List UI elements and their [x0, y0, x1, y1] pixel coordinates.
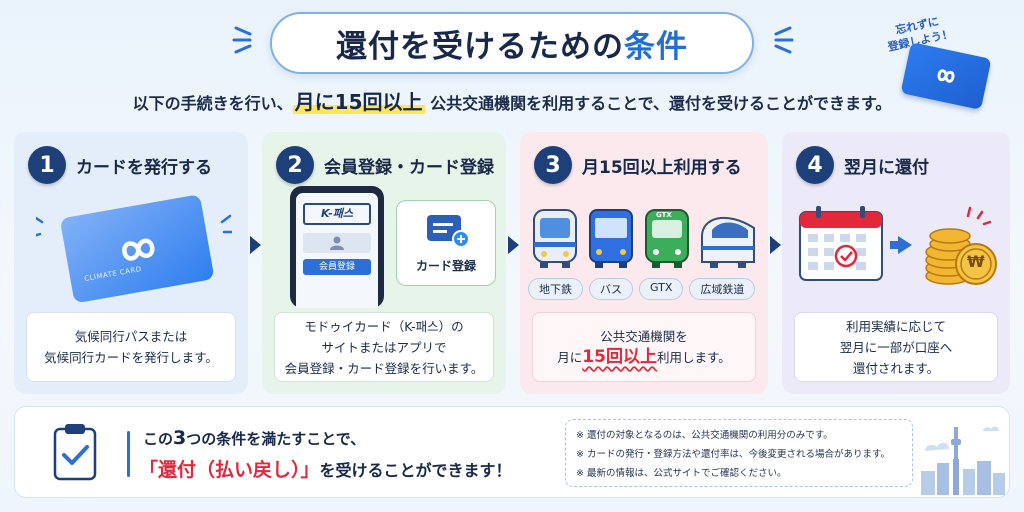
sparkle-icon	[232, 26, 252, 54]
express-train-icon	[701, 217, 755, 268]
chip-gtx: GTX	[639, 278, 684, 300]
card-register-box[interactable]: カード登録	[396, 200, 496, 286]
step-title: 翌月に還付	[844, 157, 929, 178]
infinity-icon	[937, 69, 955, 83]
summary-post: つの条件を満たすことで、	[186, 430, 366, 448]
calendar-icon	[799, 206, 883, 281]
vehicle-chips: 地下鉄 バス GTX 広域鉄道	[528, 278, 756, 300]
chip-bus: バス	[589, 278, 633, 300]
desc-line-2: 月に15回以上利用します。	[557, 347, 730, 368]
subtitle: 以下の手続きを行い、月に15回以上 公共交通機関を利用することで、還付を受けるこ…	[0, 86, 1024, 115]
sparkle-icon	[774, 26, 794, 54]
user-icon	[330, 236, 344, 250]
step-2-panel: 2 会員登録・カード登録 K-패스 会員登録 カード登録 モドゥイカード（K-패…	[262, 132, 506, 394]
summary-pre: この	[143, 430, 174, 448]
climate-card-icon	[36, 195, 232, 303]
step-number: 4	[796, 146, 834, 184]
step-header: 3 月15回以上利用する	[534, 146, 742, 184]
arrow-right-icon	[898, 236, 912, 254]
bus-icon	[589, 209, 633, 268]
step-header: 1 カードを発行する	[28, 146, 212, 184]
arrow-right-icon	[770, 236, 781, 254]
step-3-description: 公共交通機関を 月に15回以上利用します。	[532, 312, 756, 382]
desc-line: モドゥイカード（K-패스）の	[304, 318, 464, 334]
won-symbol: ₩	[967, 252, 985, 271]
desc-post: 利用します。	[656, 350, 731, 365]
mini-card-illustration	[900, 42, 992, 110]
step-number: 3	[534, 146, 572, 184]
summary-line2: 「還付（払い戻し）」を受けることができます！	[139, 455, 512, 482]
arrow-shaft	[890, 241, 900, 249]
profile-field	[303, 233, 371, 253]
title-accent: 条件	[624, 28, 688, 65]
notes-box: ※ 還付の対象となるのは、公共交通機関の利用分のみです。 ※ カードの発行・登録…	[565, 419, 913, 487]
summary-line2-post: を受けることができます！	[319, 461, 512, 480]
step-title: 月15回以上利用する	[582, 157, 742, 178]
note-item: ※ カードの発行・登録方法や還付率は、今後変更される場合があります。	[576, 449, 891, 460]
phone-illustration: K-패스 会員登録	[290, 186, 384, 308]
arrow-right-icon	[508, 236, 519, 254]
desc-line: 翌月に一部が口座へ	[839, 339, 953, 355]
note-item: ※ 最新の情報は、公式サイトでご確認ください。	[576, 468, 787, 479]
desc-line: 気候同行カードを発行します。	[44, 350, 218, 365]
desc-pre: 月に	[557, 350, 583, 365]
title-main: 還付を受けるための	[336, 28, 624, 65]
subtitle-highlight: 月に15回以上	[292, 90, 425, 114]
card-add-icon	[427, 215, 470, 248]
step-header: 4 翌月に還付	[796, 146, 929, 184]
step-number: 1	[28, 146, 66, 184]
seoul-skyline-icon	[921, 426, 1005, 495]
desc-line: 気候同行パスまたは	[74, 329, 188, 344]
step-1-panel: 1 カードを発行する CLIMATE CARD 気候同行パスまたは 気候同行カー…	[14, 132, 248, 394]
desc-line: 還付されます。	[852, 360, 940, 376]
step-number: 2	[276, 146, 314, 184]
gtx-sign: GTX	[656, 211, 672, 219]
step-title: 会員登録・カード登録	[324, 157, 494, 178]
chip-subway: 地下鉄	[528, 278, 583, 300]
note-item: ※ 還付の対象となるのは、公共交通機関の利用分のみです。	[576, 430, 833, 441]
k-pass-logo: K-패스	[303, 203, 371, 225]
summary-num: 3	[173, 427, 187, 449]
desc-line: 公共交通機関を	[600, 329, 688, 344]
clipboard-check-icon	[53, 424, 97, 481]
step-4-panel: 4 翌月に還付 ₩ 利用実績に応じて 翌月に一部が口座へ 還付されます。	[782, 132, 1010, 394]
subtitle-pre: 以下の手続きを行い、	[132, 94, 293, 113]
card-register-label: カード登録	[415, 259, 476, 273]
step-2-description: モドゥイカード（K-패스）の サイトまたはアプリで 会員登録・カード登録を行いま…	[274, 312, 494, 382]
step-header: 2 会員登録・カード登録	[276, 146, 494, 184]
chip-regional-rail: 広域鉄道	[689, 278, 756, 300]
summary-line1: この3つの条件を満たすことで、	[143, 427, 365, 449]
desc-red: 15回以上	[582, 347, 657, 367]
subway-icon	[533, 209, 577, 268]
desc-line: サイトまたはアプリで	[321, 339, 447, 355]
gtx-train-icon	[645, 209, 689, 268]
desc-line: 会員登録・カード登録を行います。	[284, 360, 484, 376]
accent-bar	[127, 431, 130, 477]
step-title: カードを発行する	[76, 157, 212, 178]
step-3-panel: 3 月15回以上利用する GTX 地下鉄 バス GTX 広域鉄道 公共交通機関を	[520, 132, 768, 394]
page-title: 還付を受けるための 条件	[270, 12, 754, 74]
desc-line: 利用実績に応じて	[845, 318, 946, 334]
coins-icon	[925, 206, 997, 285]
refund-label: 「還付（払い戻し）」	[139, 459, 320, 481]
step-1-description: 気候同行パスまたは 気候同行カードを発行します。	[26, 312, 236, 382]
arrow-right-icon	[250, 236, 261, 254]
signup-button[interactable]: 会員登録	[303, 259, 371, 275]
step-4-description: 利用実績に応じて 翌月に一部が口座へ 還付されます。	[794, 312, 998, 382]
subtitle-post: 公共交通機関を利用することで、還付を受けることができます。	[430, 94, 892, 113]
summary-box: この3つの条件を満たすことで、 「還付（払い戻し）」を受けることができます！ ※…	[14, 406, 1010, 498]
